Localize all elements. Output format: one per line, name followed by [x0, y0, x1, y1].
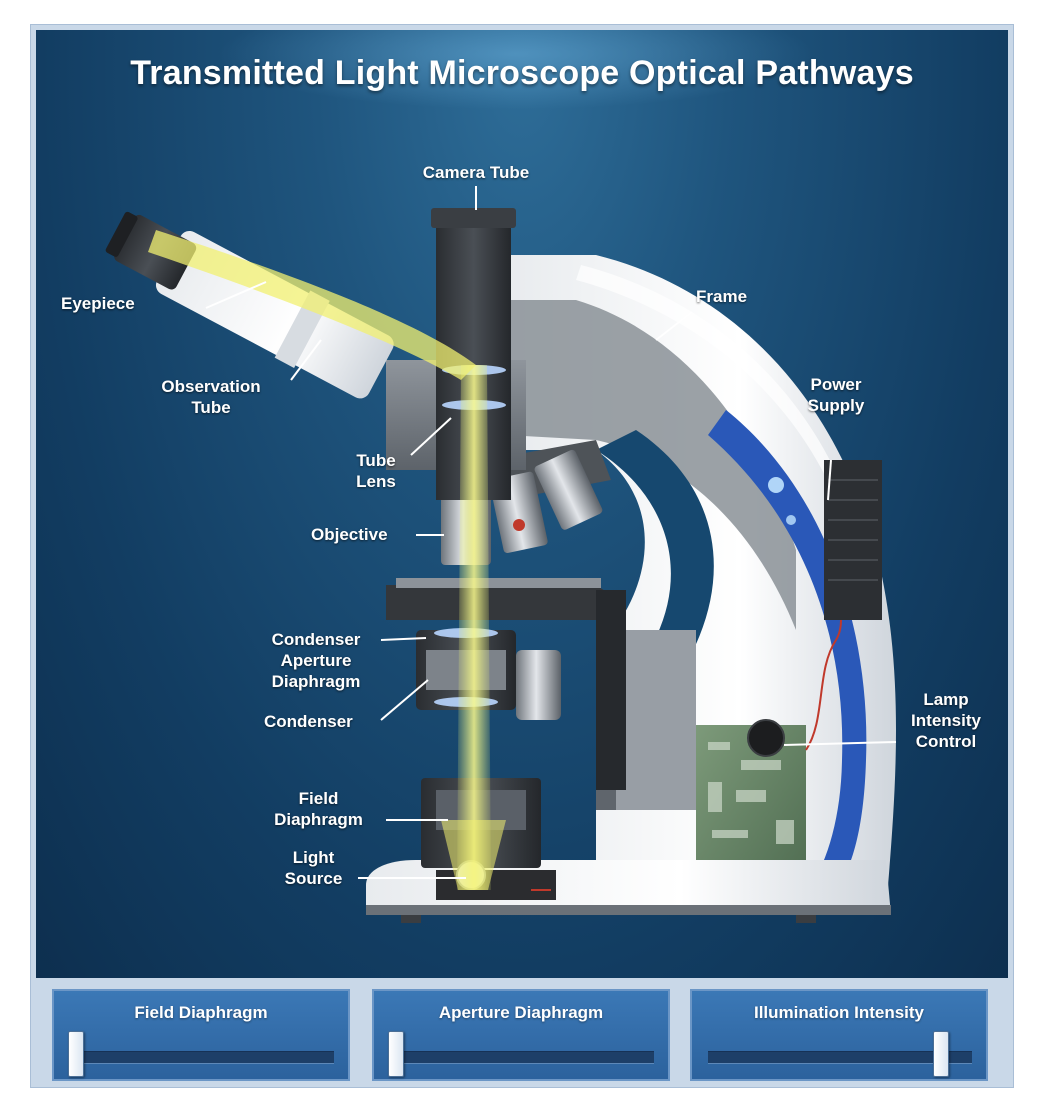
label-tube-lens-line2: Lens	[356, 472, 396, 491]
frame-blue-stripe	[708, 410, 867, 900]
led-glow-2	[786, 515, 796, 525]
eyepiece-rim	[105, 211, 138, 257]
illumination-intensity-slider-track[interactable]	[708, 1051, 972, 1064]
label-lic-line1: Lamp	[923, 690, 969, 709]
label-lamp-intensity-control: Lamp Intensity Control	[896, 689, 996, 752]
label-cad-line3: Diaphragm	[271, 672, 361, 691]
title-glow	[216, 30, 816, 110]
field-diaphragm-label: Field Diaphragm	[134, 1003, 268, 1022]
observation-tube-group	[105, 211, 394, 399]
label-observation-tube-line1: Observation	[161, 377, 261, 396]
base-dark-strip	[366, 905, 891, 915]
led-glow	[768, 477, 784, 493]
label-tube-lens: Tube Lens	[336, 450, 416, 492]
label-cad-line1: Condenser	[271, 630, 361, 649]
stage-top	[396, 578, 601, 588]
label-frame: Frame	[696, 287, 748, 306]
aperture-diaphragm-label: Aperture Diaphragm	[438, 1003, 604, 1022]
condenser-focus-knob	[516, 650, 561, 720]
label-observation-tube-line2: Tube	[191, 398, 231, 417]
illustration-stage: Transmitted Light Microscope Optical Pat…	[36, 30, 1008, 978]
stage-plate	[386, 585, 626, 620]
light-pathway-cone	[441, 820, 506, 890]
label-power-supply-line1: Power	[810, 375, 862, 394]
field-diaphragm-slider-thumb[interactable]	[68, 1031, 85, 1077]
lamp-box	[436, 870, 556, 900]
pointer-lines	[205, 186, 897, 879]
label-ls-line1: Light	[292, 848, 335, 867]
camera-tube-cap	[431, 208, 516, 228]
label-tube-lens-line1: Tube	[356, 451, 396, 470]
label-objective: Objective	[311, 525, 388, 544]
illumination-intensity-slider-thumb[interactable]	[933, 1031, 950, 1077]
panel-aperture-diaphragm: Aperture Diaphragm	[372, 989, 670, 1081]
label-lic-line2: Intensity	[911, 711, 981, 730]
aperture-diaphragm-slider-thumb[interactable]	[388, 1031, 405, 1077]
label-observation-tube: Observation Tube	[146, 376, 276, 418]
label-cad-line2: Aperture	[280, 651, 352, 670]
frame-cutout	[596, 430, 714, 810]
base-foot-left	[401, 915, 421, 923]
label-power-supply-line2: Supply	[807, 396, 865, 415]
label-condenser-aperture-diaphragm: Condenser Aperture Diaphragm	[251, 629, 381, 692]
aperture-diaphragm-slider-track[interactable]	[390, 1051, 654, 1064]
label-power-supply: Power Supply	[791, 374, 881, 416]
app-frame: Transmitted Light Microscope Optical Pat…	[30, 24, 1014, 1088]
label-light-source: Light Source	[271, 847, 356, 889]
power-supply-fins	[828, 479, 878, 581]
page-title: Transmitted Light Microscope Optical Pat…	[130, 54, 914, 92]
label-field-diaphragm: Field Diaphragm	[256, 788, 381, 830]
base-foot-right	[796, 915, 816, 923]
light-pathway-vertical	[457, 365, 491, 890]
illumination-intensity-label: Illumination Intensity	[753, 1003, 924, 1022]
objective-3	[534, 449, 603, 530]
label-eyepiece: Eyepiece	[61, 294, 135, 313]
panel-field-diaphragm: Field Diaphragm	[52, 989, 350, 1081]
field-diaphragm-slider-track[interactable]	[70, 1051, 334, 1064]
label-fd-line2: Diaphragm	[274, 810, 363, 829]
slider-controls: Field Diaphragm Aperture Diaphragm Illum…	[36, 983, 1008, 1083]
microscope-illustration	[105, 186, 897, 923]
frame-shadow-panel	[506, 300, 796, 630]
stage-side	[596, 590, 626, 790]
label-fd-line1: Field	[298, 789, 339, 808]
label-condenser: Condenser	[264, 712, 353, 731]
light-pathway-bend	[148, 230, 476, 380]
lamp-intensity-knob	[747, 719, 785, 757]
label-camera-tube: Camera Tube	[422, 163, 530, 182]
label-ls-line2: Source	[284, 869, 343, 888]
label-lic-line3: Control	[915, 732, 977, 751]
panel-illumination-intensity: Illumination Intensity	[690, 989, 988, 1081]
